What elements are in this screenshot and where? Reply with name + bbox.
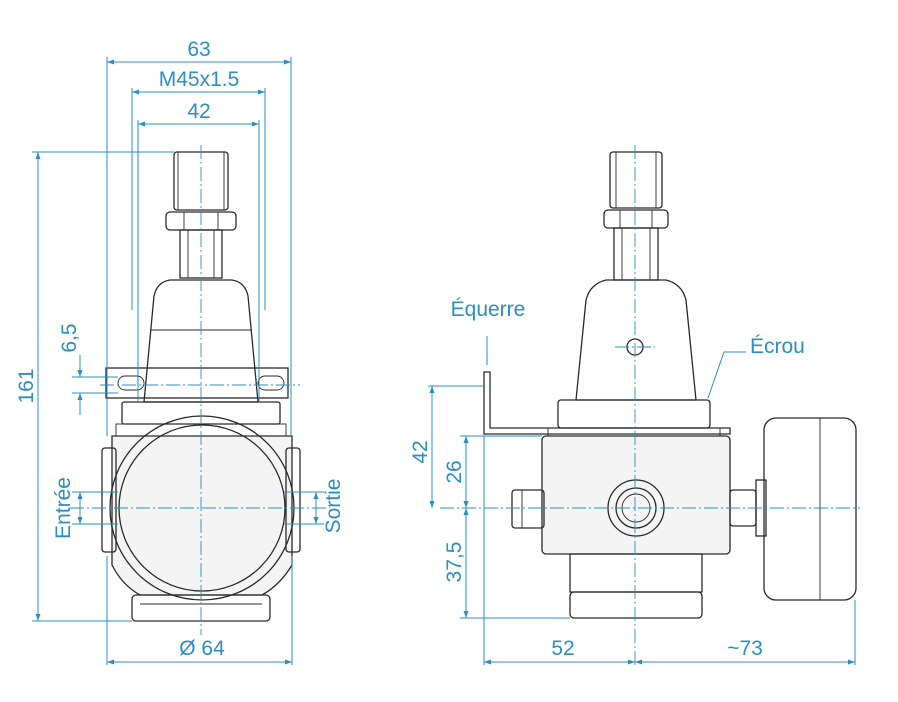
dim-diameter: Ø 64 <box>179 637 225 660</box>
front-bracket <box>105 367 289 399</box>
side-view: Équerre Écrou 42 26 37,5 52 ~73 <box>409 145 860 668</box>
side-pressure-gauge <box>763 417 857 601</box>
side-lock-nut <box>603 209 669 229</box>
dim-26: 26 <box>443 460 466 483</box>
dim-73: ~73 <box>727 637 763 660</box>
side-left-plug <box>511 489 545 529</box>
side-stem <box>613 227 659 281</box>
label-sortie: Sortie <box>322 479 345 534</box>
dim-42-front: 42 <box>187 100 210 123</box>
dim-161: 161 <box>15 368 38 403</box>
label-entree: Entrée <box>52 477 75 539</box>
side-bottom-cap <box>569 591 703 619</box>
side-adjust-knob <box>609 151 663 209</box>
front-main-body <box>111 435 293 596</box>
label-equerre: Équerre <box>451 298 526 321</box>
label-ecrou: Écrou <box>750 335 805 358</box>
side-bottom-bowl <box>569 553 703 593</box>
side-bracket <box>483 371 731 435</box>
dim-63: 63 <box>187 38 210 61</box>
dim-37-5: 37,5 <box>443 542 466 583</box>
dim-52: 52 <box>551 637 574 660</box>
side-ring <box>557 399 711 429</box>
side-bonnet <box>575 279 697 401</box>
dim-42-side: 42 <box>409 440 432 463</box>
dim-thread: M45x1.5 <box>159 68 240 91</box>
front-view: 63 M45x1.5 42 161 6,5 Entrée Sortie Ø 64 <box>15 38 345 665</box>
dim-6-5: 6,5 <box>58 323 81 352</box>
